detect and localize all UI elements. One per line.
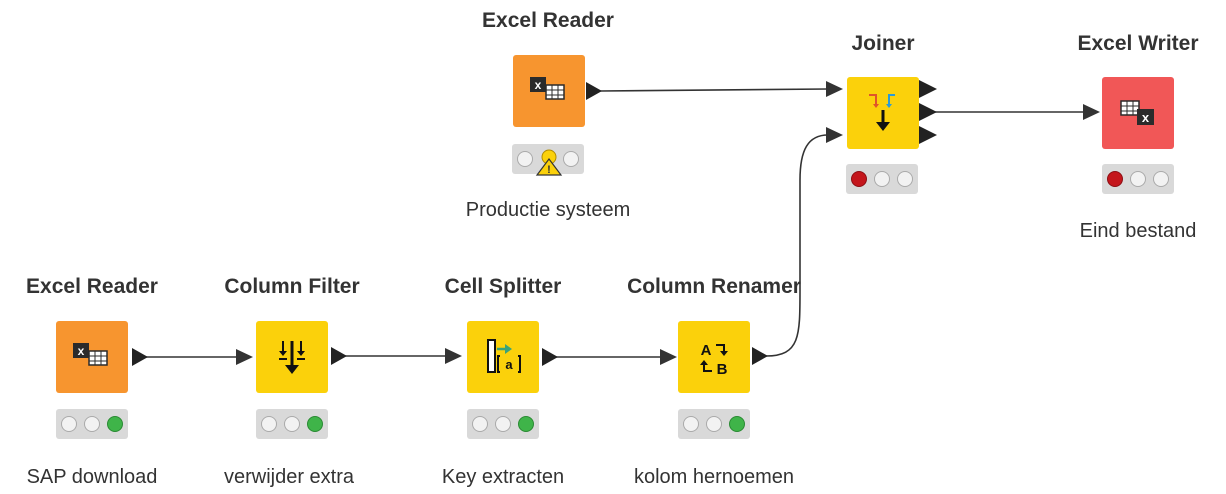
excel-reader-icon: x — [73, 343, 108, 366]
status-light — [518, 416, 534, 432]
node-column-filter[interactable] — [256, 321, 328, 393]
node-caption-excel-reader-top[interactable]: Productie systeem — [465, 199, 631, 221]
node-status-column-filter — [256, 409, 328, 439]
svg-text:x: x — [535, 78, 542, 92]
status-light — [1153, 171, 1169, 187]
status-light — [1130, 171, 1146, 187]
node-title-cell-splitter: Cell Splitter — [444, 275, 562, 298]
status-light — [84, 416, 100, 432]
node-title-excel-reader-top: Excel Reader — [482, 9, 614, 32]
svg-text:x: x — [1142, 110, 1150, 125]
node-title-column-renamer: Column Renamer — [627, 275, 801, 298]
connection-cell-splitter-to-column-renamer[interactable] — [556, 349, 677, 365]
output-port[interactable] — [586, 82, 602, 100]
status-light — [307, 416, 323, 432]
output-port[interactable] — [542, 348, 558, 366]
node-excel-reader-top[interactable]: x — [513, 55, 585, 127]
node-title-excel-writer: Excel Writer — [1077, 32, 1199, 55]
node-status-cell-splitter — [467, 409, 539, 439]
status-light — [517, 151, 533, 167]
output-port[interactable] — [919, 80, 937, 98]
status-light — [107, 416, 123, 432]
status-light — [563, 151, 579, 167]
svg-text:B: B — [717, 361, 728, 378]
status-light — [851, 171, 867, 187]
node-caption-excel-reader-bottom[interactable]: SAP download — [26, 466, 158, 488]
status-light — [729, 416, 745, 432]
output-port[interactable] — [132, 348, 148, 366]
status-light — [683, 416, 699, 432]
excel-reader-icon: x — [530, 77, 565, 100]
node-title-excel-reader-bottom: Excel Reader — [26, 275, 158, 298]
joiner-icon — [869, 94, 895, 131]
node-status-joiner — [846, 164, 918, 194]
node-cell-splitter[interactable]: a — [467, 321, 539, 393]
status-light — [61, 416, 77, 432]
svg-text:!: ! — [547, 164, 551, 176]
warning-icon: ! — [535, 149, 563, 176]
node-caption-cell-splitter[interactable]: Key extracten — [441, 466, 565, 488]
status-light — [284, 416, 300, 432]
connection-column-renamer-to-joiner[interactable] — [765, 127, 843, 357]
svg-text:A: A — [701, 342, 712, 359]
status-light — [874, 171, 890, 187]
column-renamer-icon: A B — [700, 342, 728, 378]
status-light — [261, 416, 277, 432]
connection-excel-reader-top-to-joiner[interactable] — [599, 81, 843, 97]
node-status-excel-writer — [1102, 164, 1174, 194]
node-title-column-filter: Column Filter — [224, 275, 360, 298]
output-port[interactable] — [331, 347, 347, 365]
output-port[interactable] — [919, 126, 937, 144]
connection-excel-reader-to-column-filter[interactable] — [145, 349, 253, 365]
output-port[interactable] — [919, 103, 937, 121]
status-light — [472, 416, 488, 432]
status-light — [706, 416, 722, 432]
output-port[interactable] — [752, 347, 768, 365]
cell-splitter-icon: a — [487, 339, 521, 373]
node-excel-writer[interactable]: x — [1102, 77, 1174, 149]
status-light — [495, 416, 511, 432]
node-status-excel-reader-top: ! — [512, 144, 584, 176]
status-light — [897, 171, 913, 187]
node-caption-excel-writer[interactable]: Eind bestand — [1079, 220, 1197, 242]
node-excel-reader-bottom[interactable]: x — [56, 321, 128, 393]
svg-text:x: x — [78, 344, 85, 358]
connection-column-filter-to-cell-splitter[interactable] — [345, 348, 462, 364]
node-caption-column-renamer[interactable]: kolom hernoemen — [633, 466, 795, 488]
column-filter-icon — [279, 341, 305, 374]
excel-writer-icon: x — [1120, 100, 1154, 125]
connection-joiner-to-excel-writer[interactable] — [935, 104, 1100, 120]
status-light — [1107, 171, 1123, 187]
svg-text:a: a — [505, 357, 513, 372]
node-status-column-renamer — [678, 409, 750, 439]
node-title-joiner: Joiner — [851, 32, 915, 55]
node-status-excel-reader-bottom — [56, 409, 128, 439]
node-caption-column-filter[interactable]: verwijder extra — [223, 466, 355, 488]
node-column-renamer[interactable]: A B — [678, 321, 750, 393]
node-joiner[interactable] — [847, 77, 919, 149]
